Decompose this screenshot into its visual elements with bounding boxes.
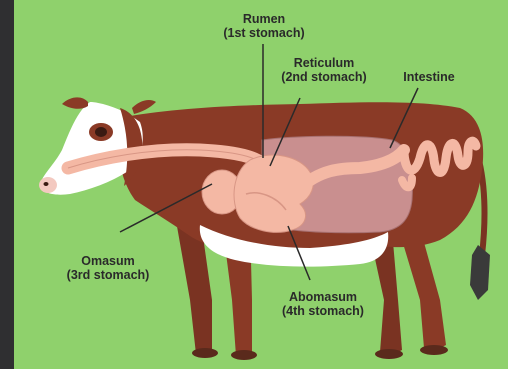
reticulum-detail: (2nd stomach): [262, 70, 386, 84]
abomasum-label: Abomasum (4th stomach): [264, 290, 382, 318]
omasum-label: Omasum (3rd stomach): [50, 254, 166, 282]
rumen-detail: (1st stomach): [206, 26, 322, 40]
intestine-label: Intestine: [390, 70, 468, 84]
reticulum-label: Reticulum (2nd stomach): [262, 56, 386, 84]
reticulum-name: Reticulum: [262, 56, 386, 70]
omasum-detail: (3rd stomach): [50, 268, 166, 282]
abomasum-detail: (4th stomach): [264, 304, 382, 318]
intestine-name: Intestine: [390, 70, 468, 84]
rumen-label: Rumen (1st stomach): [206, 12, 322, 40]
abomasum-name: Abomasum: [264, 290, 382, 304]
rumen-name: Rumen: [206, 12, 322, 26]
omasum-name: Omasum: [50, 254, 166, 268]
